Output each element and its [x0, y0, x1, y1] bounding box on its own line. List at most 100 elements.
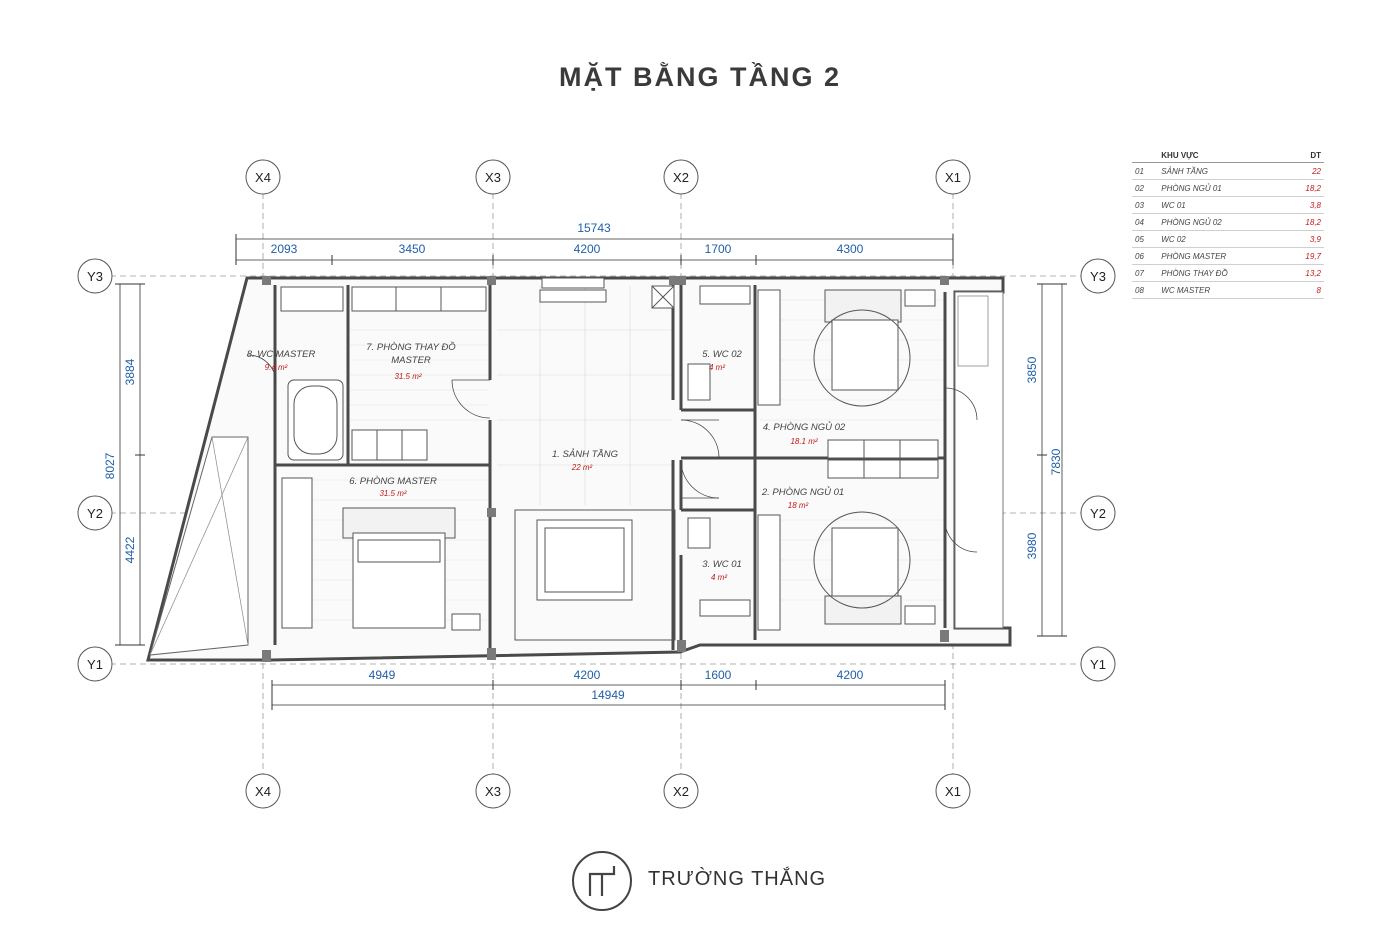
axis-bubble-y3-right: Y3	[1080, 258, 1116, 294]
axis-label: Y2	[87, 506, 103, 521]
room-name: 7. PHÒNG THAY ĐỒ	[366, 341, 456, 353]
axis-bubbles: X4 X3 X2 X1 X4 X3 X2 X1 Y3 Y2 Y1 Y3 Y2 Y…	[77, 159, 1116, 809]
axis-label: X1	[945, 170, 961, 185]
dim-top-segment: 3450	[399, 242, 426, 256]
legend-area: WC 01	[1158, 196, 1286, 214]
structural-columns	[262, 276, 949, 662]
room-area: 4 m²	[711, 573, 727, 582]
legend-no: 03	[1132, 196, 1159, 214]
room-name: MASTER	[391, 355, 431, 366]
room-name: 8. WC MASTER	[247, 349, 316, 360]
dim-bottom-segment: 4949	[369, 668, 396, 682]
legend-header-number	[1132, 149, 1159, 163]
axis-bubble-x2-top: X2	[663, 159, 699, 195]
axis-label: X4	[255, 170, 271, 185]
room-name: 4. PHÒNG NGỦ 02	[763, 421, 846, 433]
axis-label: X2	[673, 170, 689, 185]
axis-label: X1	[945, 784, 961, 799]
axis-label: Y3	[87, 269, 103, 284]
room-area: 18.1 m²	[790, 437, 817, 446]
axis-bubble-x2-bottom: X2	[663, 773, 699, 809]
axis-bubble-x1-top: X1	[935, 159, 971, 195]
dim-top-segment: 4300	[837, 242, 864, 256]
room-labels: 8. WC MASTER 9.4 m² 7. PHÒNG THAY ĐỒ MAS…	[247, 341, 846, 582]
dim-bottom-segment: 4200	[574, 668, 601, 682]
legend-dt: 22	[1285, 162, 1324, 180]
legend-area: SẢNH TẦNG	[1158, 162, 1286, 180]
axis-label: X2	[673, 784, 689, 799]
room-area: 18 m²	[788, 501, 809, 510]
page-title: MẶT BẰNG TẦNG 2	[559, 62, 841, 92]
dim-bottom-segment: 4200	[837, 668, 864, 682]
legend-header-dt: DT	[1285, 149, 1324, 163]
dim-left-total: 8027	[103, 452, 117, 479]
axis-label: X3	[485, 784, 501, 799]
axis-bubble-x4-top: X4	[245, 159, 281, 195]
dim-left-segment: 4422	[123, 536, 137, 563]
legend-area: WC MASTER	[1158, 281, 1286, 299]
room-name: 6. PHÒNG MASTER	[349, 476, 437, 487]
axis-bubble-y2-left: Y2	[77, 495, 113, 531]
doors	[247, 354, 978, 553]
axis-label: Y1	[1090, 657, 1106, 672]
dim-top-segment: 2093	[271, 242, 298, 256]
dimension-lines	[119, 238, 1063, 706]
legend-no: 08	[1132, 281, 1159, 299]
room-area: 31.5 m²	[379, 489, 406, 498]
dim-bottom-total: 14949	[591, 688, 625, 702]
dim-left-segment: 3884	[123, 358, 137, 385]
axis-bubble-y2-right: Y2	[1080, 495, 1116, 531]
legend-area: PHÒNG NGỦ 02	[1158, 213, 1286, 231]
lobby-floor-grid	[497, 286, 672, 505]
brand-logo-icon	[572, 851, 632, 911]
axis-label: X3	[485, 170, 501, 185]
axis-bubble-y1-right: Y1	[1080, 646, 1116, 682]
legend-no: 05	[1132, 230, 1159, 248]
legend-dt: 3,9	[1285, 230, 1324, 248]
legend-no: 01	[1132, 162, 1159, 180]
axis-bubble-x3-bottom: X3	[475, 773, 511, 809]
interior-walls	[273, 285, 947, 652]
room-name: 3. WC 01	[702, 559, 742, 570]
dim-right-segment: 3850	[1025, 356, 1039, 383]
axis-label: Y3	[1090, 269, 1106, 284]
room-name: 1. SẢNH TẦNG	[552, 448, 618, 460]
room-area: 4 m²	[709, 363, 725, 372]
legend-dt: 19,7	[1285, 247, 1324, 265]
legend-dt: 13,2	[1285, 264, 1324, 282]
legend-no: 06	[1132, 247, 1159, 265]
dim-top-segment: 4200	[574, 242, 601, 256]
legend-area: PHÒNG THAY ĐỒ	[1158, 264, 1286, 282]
axis-label: X4	[255, 784, 271, 799]
room-name: 5. WC 02	[702, 349, 742, 360]
dim-top-total: 15743	[577, 221, 611, 235]
dim-bottom-segment: 1600	[705, 668, 732, 682]
master-floor-lines	[312, 299, 945, 621]
room-area: 22 m²	[571, 463, 593, 472]
legend-dt: 18,2	[1285, 213, 1324, 231]
legend-dt: 8	[1285, 281, 1324, 299]
legend-no: 02	[1132, 179, 1159, 197]
room-area: 31.5 m²	[394, 372, 421, 381]
dimension-ticks	[115, 234, 1067, 710]
axis-bubble-x1-bottom: X1	[935, 773, 971, 809]
dim-right-segment: 3980	[1025, 532, 1039, 559]
legend-area: PHÒNG NGỦ 01	[1158, 179, 1286, 197]
legend-header-area: KHU VỰC	[1158, 149, 1286, 163]
legend-area: PHÒNG MASTER	[1158, 247, 1286, 265]
dim-top-segment: 1700	[705, 242, 732, 256]
legend-area: WC 02	[1158, 230, 1286, 248]
axis-bubble-y3-left: Y3	[77, 258, 113, 294]
dim-right-total: 7830	[1049, 448, 1063, 475]
furniture	[280, 277, 939, 641]
legend-dt: 18,2	[1285, 179, 1324, 197]
axis-bubble-x3-top: X3	[475, 159, 511, 195]
